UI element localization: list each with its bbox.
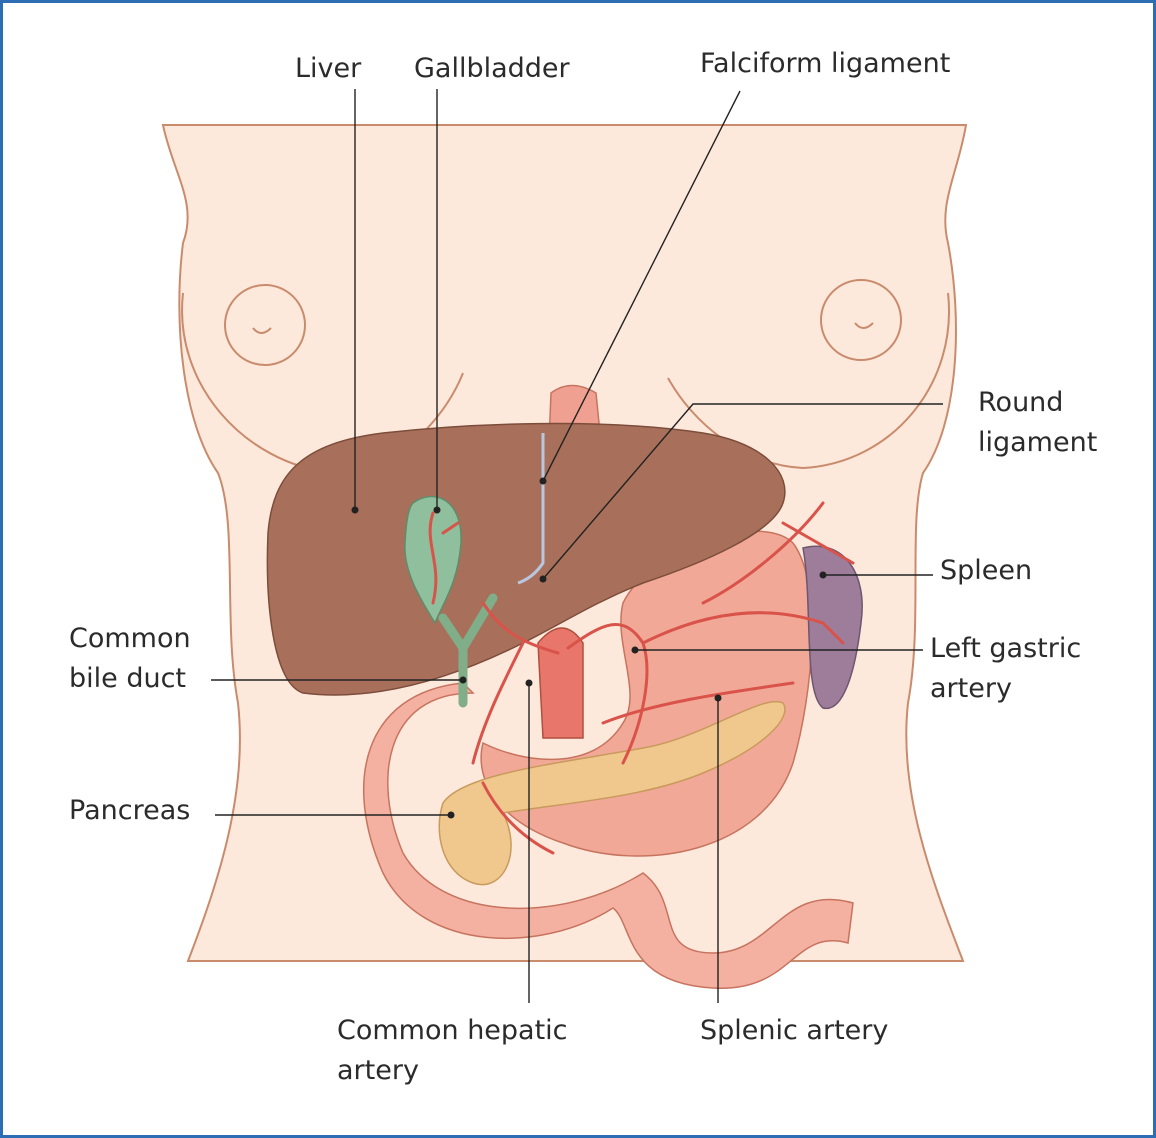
bile-duct <box>438 593 498 708</box>
leader-lines <box>211 89 943 1003</box>
celiac-aorta <box>537 627 584 739</box>
label-left-gastric-artery: Left gastric artery <box>930 629 1081 709</box>
label-line: Round <box>978 387 1064 418</box>
duodenum-intestine <box>362 682 854 989</box>
liver-shape <box>266 422 786 696</box>
label-line: ligament <box>978 427 1098 458</box>
spleen-shape <box>802 545 863 710</box>
label-falciform-ligament: Falciform ligament <box>700 48 951 79</box>
label-liver: Liver <box>295 53 362 84</box>
arteries <box>428 501 855 855</box>
label-line: artery <box>337 1055 419 1086</box>
label-line: Common <box>69 623 191 654</box>
abdominal-anatomy-illustration <box>161 89 968 1003</box>
leader-dots <box>351 477 827 819</box>
areola-right <box>820 279 902 361</box>
label-round-ligament: Round ligament <box>978 383 1097 463</box>
breast-right <box>667 292 950 470</box>
label-splenic-artery: Splenic artery <box>700 1015 889 1046</box>
label-common-hepatic-artery: Common hepatic artery <box>337 1011 568 1091</box>
label-pancreas: Pancreas <box>69 795 191 826</box>
label-line: artery <box>930 673 1012 704</box>
areola-left <box>224 284 306 366</box>
label-spleen: Spleen <box>940 555 1033 586</box>
pancreas-shape <box>438 700 786 886</box>
label-common-bile-duct: Common bile duct <box>69 619 191 699</box>
label-line: Common hepatic <box>337 1015 568 1046</box>
label-line: Left gastric <box>930 633 1082 664</box>
label-gallbladder: Gallbladder <box>414 53 570 84</box>
label-line: bile duct <box>69 663 187 694</box>
